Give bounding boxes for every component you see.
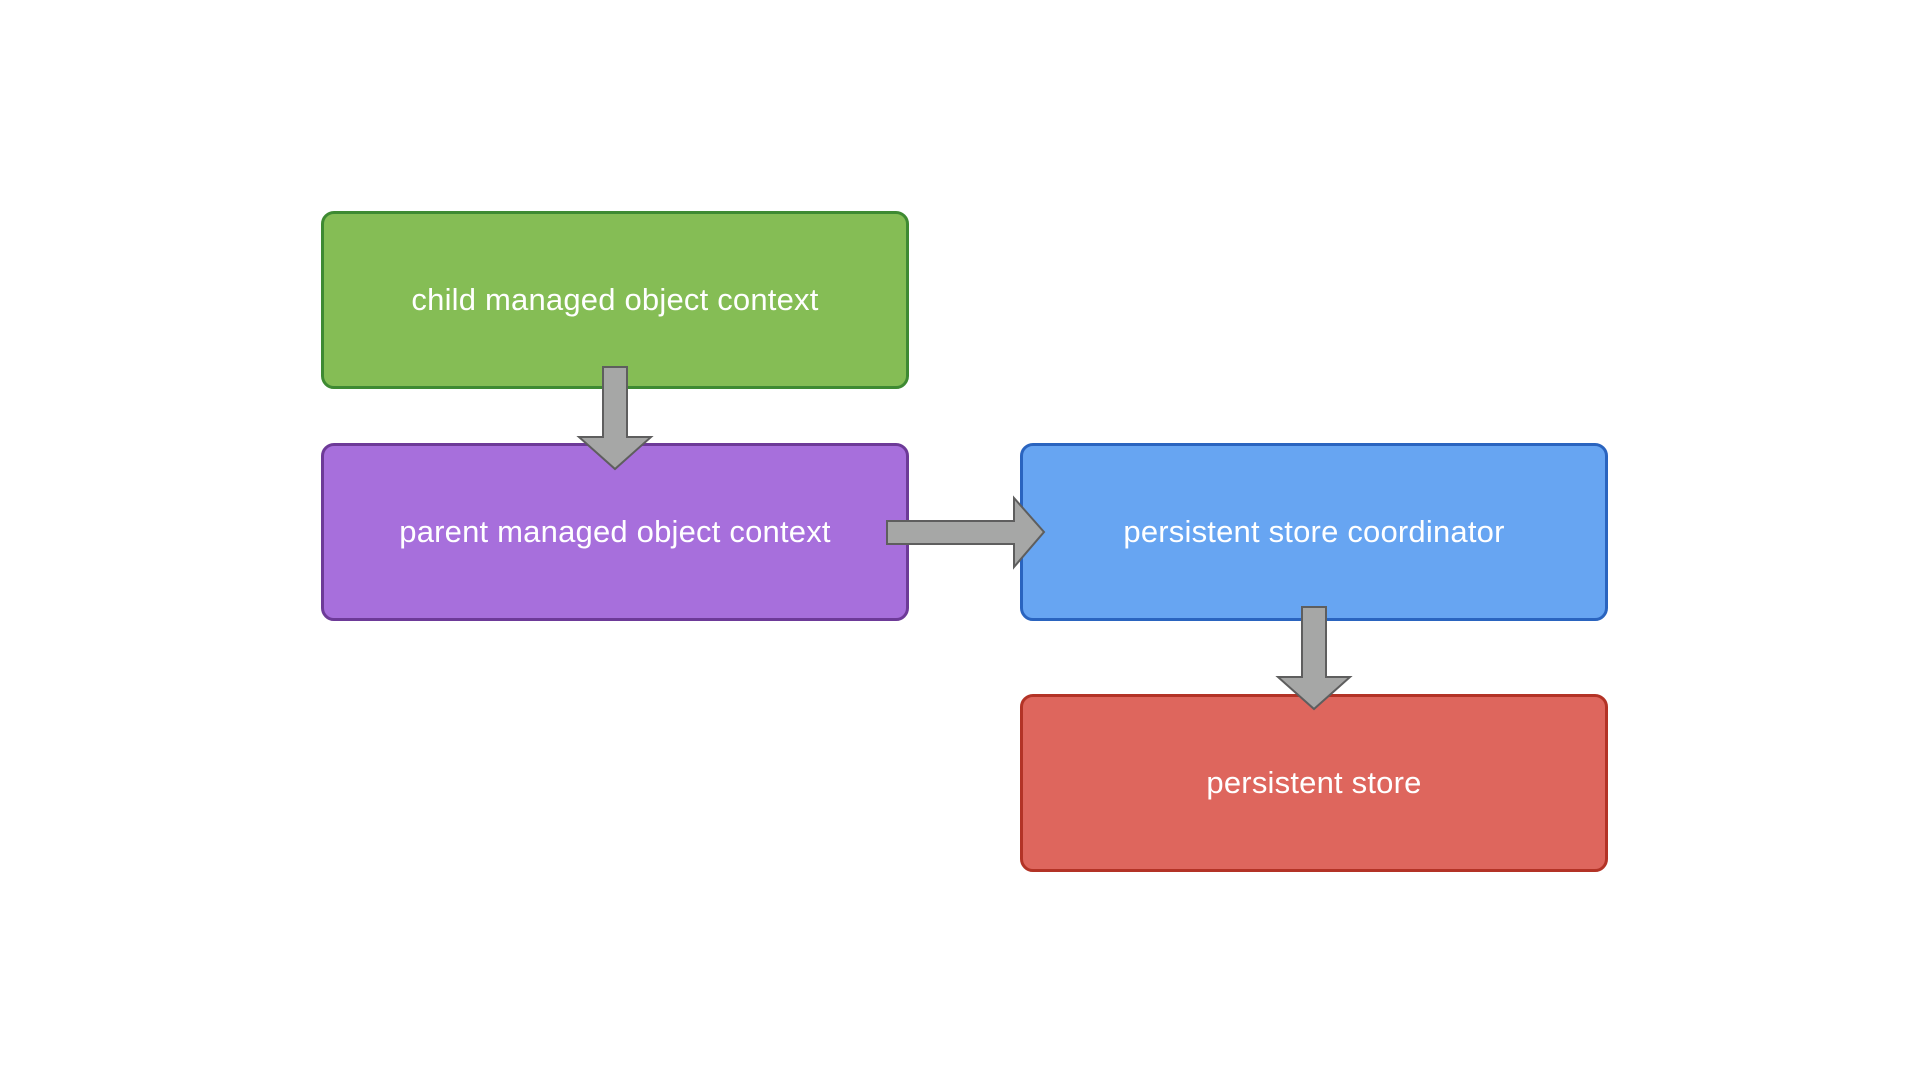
persistent-store-label: persistent store xyxy=(1206,765,1422,800)
store-coordinator-label: persistent store coordinator xyxy=(1123,514,1505,549)
parent-context-label: parent managed object context xyxy=(399,514,831,549)
child-context-node: child managed object context xyxy=(321,211,909,389)
parent-context-node: parent managed object context xyxy=(321,443,909,621)
persistent-store-node: persistent store xyxy=(1020,694,1608,872)
child-context-label: child managed object context xyxy=(411,282,819,317)
store-coordinator-node: persistent store coordinator xyxy=(1020,443,1608,621)
